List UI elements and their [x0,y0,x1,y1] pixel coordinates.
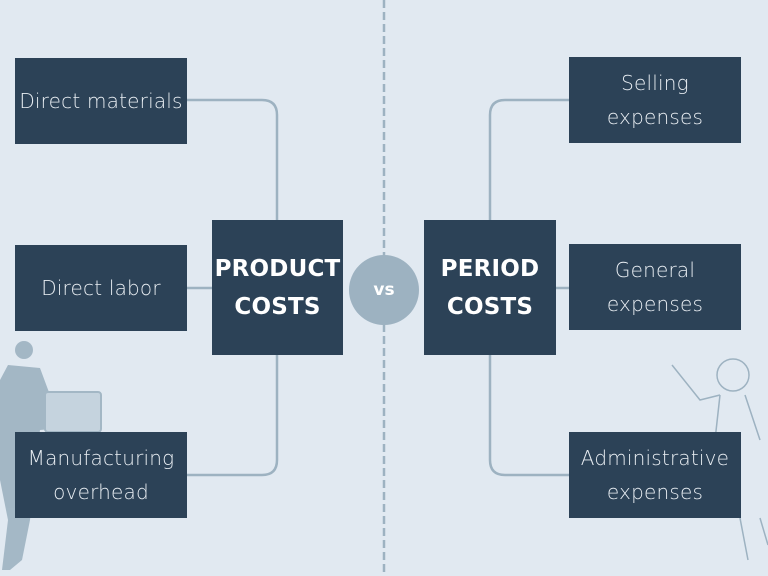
manufacturing-overhead-label-line2: overhead [53,480,149,504]
administrative-expenses-label-line2: expenses [606,480,704,504]
administrative-expenses-label-line1: Administrative [580,446,730,470]
period-costs-title-line2: COSTS [446,293,534,320]
product-costs-title-line1: PRODUCT [214,255,341,282]
product-costs-title-line2: COSTS [234,293,321,320]
vs-label: vs [373,280,395,300]
direct-materials-box: Direct materials [15,58,187,144]
period-costs-box: PERIOD COSTS [424,220,556,355]
general-expenses-box: General expenses [569,244,741,330]
administrative-expenses-box: Administrative expenses [569,432,741,518]
general-expenses-label-line1: General [614,258,696,282]
manufacturing-overhead-label-line1: Manufacturing [27,446,175,470]
selling-expenses-box: Selling expenses [569,57,741,143]
general-expenses-label-line2: expenses [606,292,704,316]
cheering-person-illustration [671,358,768,561]
selling-expenses-label-line2: expenses [606,105,704,129]
direct-labor-label: Direct labor [41,276,161,300]
direct-labor-box: Direct labor [15,245,187,331]
product-costs-box: PRODUCT COSTS [212,220,343,355]
vs-circle: vs [349,255,419,325]
direct-materials-label: Direct materials [19,89,183,113]
selling-expenses-label-line1: Selling [621,71,689,95]
period-costs-title-line1: PERIOD [440,255,540,282]
manufacturing-overhead-box: Manufacturing overhead [15,432,187,518]
